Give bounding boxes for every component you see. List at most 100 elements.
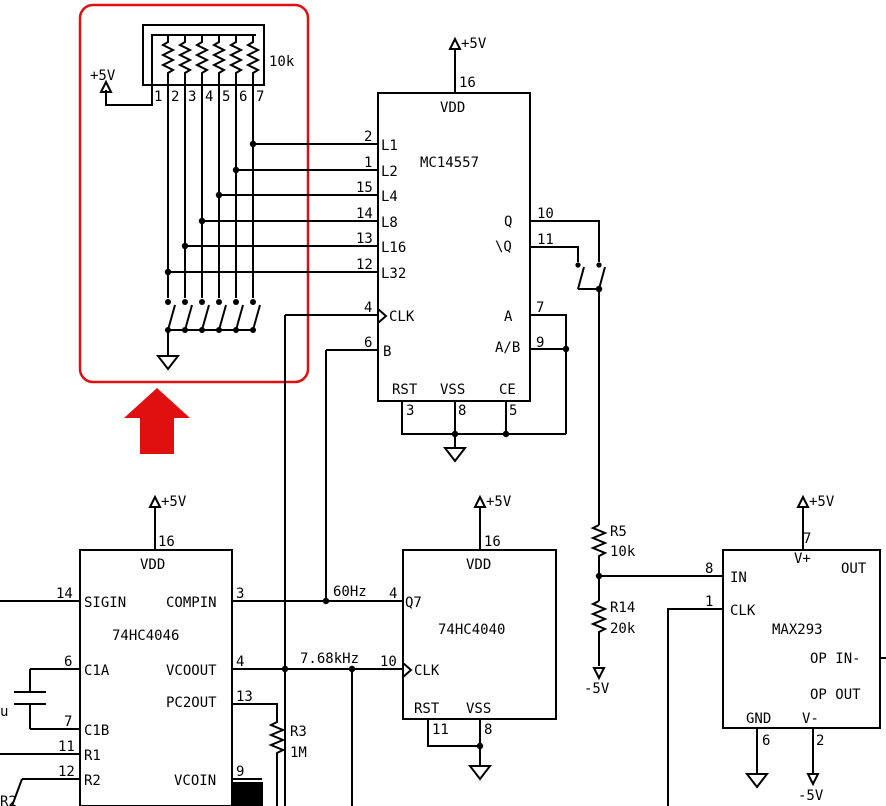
arrow-down-icon: [592, 667, 606, 681]
pin-label: V-: [802, 711, 819, 727]
pin-label: C1A: [84, 663, 110, 679]
resistor-name: R5: [610, 524, 627, 540]
resistor-value: 20k: [610, 621, 636, 637]
rpack-pin: 5: [222, 89, 230, 105]
pin-number: 4: [236, 654, 244, 670]
pin-label: L16: [381, 240, 406, 256]
pin-number: 5: [509, 403, 517, 419]
pin-number: 1: [705, 594, 713, 610]
pin-label: L4: [381, 189, 398, 205]
power-label: +5V: [161, 494, 187, 510]
pin-label: L8: [381, 215, 398, 231]
power-arrow-icon: [148, 494, 162, 508]
pin-number: 12: [356, 257, 373, 273]
pin-number: 9: [236, 764, 244, 780]
rpack-value: 10k: [269, 54, 295, 70]
pin-number: 14: [356, 206, 373, 222]
rpack-pin: 2: [171, 89, 179, 105]
pin-label: R1: [84, 748, 101, 764]
pin-number: 14: [56, 586, 73, 602]
rpack-pin-labels: 1 2 3 4 5 6 7: [154, 89, 264, 105]
pin-number: 9: [536, 335, 544, 351]
resistor-r14: R14 20k: [590, 600, 636, 666]
pin-number: 6: [762, 733, 770, 749]
pin-number: 7: [64, 714, 72, 730]
highlight-box: [78, 3, 310, 384]
pin-number: 11: [58, 739, 75, 755]
chip-name: MC14557: [420, 155, 479, 171]
resistor-r5: R5 10k: [590, 524, 636, 601]
chip-name: MAX293: [772, 622, 823, 638]
pin-label: VCOOUT: [166, 663, 217, 679]
pin-label: OUT: [841, 561, 867, 577]
pin-number: 4: [389, 586, 397, 602]
pin-number: 2: [364, 129, 372, 145]
pin-number: 7: [803, 531, 811, 547]
pin-label: CLK: [414, 663, 440, 679]
chip-name: 74HC4046: [112, 628, 179, 644]
pin-number: 12: [58, 764, 75, 780]
pin-label: SIGIN: [84, 595, 126, 611]
pin-number: 10: [537, 206, 554, 222]
pin-label: Q7: [405, 595, 422, 611]
pin-label: C1B: [84, 723, 109, 739]
freq-label-768khz: 7.68kHz: [300, 651, 359, 667]
pin-label: R2: [84, 773, 101, 789]
pin-number: 3: [236, 586, 244, 602]
pin-label: CE: [499, 382, 516, 398]
resistor-name: R14: [610, 600, 635, 616]
hc4046-chip: +5V 16 VDD 74HC4046 14 SIGIN 6 C1A 7 C1B…: [0, 494, 253, 806]
rpack-pin: 4: [205, 89, 213, 105]
power-arrow-icon: [99, 79, 113, 93]
pin-label: RST: [414, 701, 440, 717]
pin-number: 15: [356, 180, 373, 196]
cap-label-fragment: u: [0, 704, 8, 720]
resistor-name: R3: [290, 724, 307, 740]
dip-switch-array: [155, 299, 261, 371]
pin-label: L1: [381, 138, 398, 154]
freq-label-60hz: 60Hz: [333, 584, 367, 600]
power-arrow-icon: [796, 494, 810, 508]
neg-supply-label: -5V: [798, 788, 824, 804]
pin-label: A: [504, 309, 513, 325]
ground-icon: [155, 355, 181, 371]
ground-icon: [467, 765, 493, 781]
pin-label: CLK: [730, 603, 756, 619]
pin-label: V+: [794, 551, 811, 567]
resistor-r3: R3 1M: [232, 703, 307, 806]
pin-number: 13: [356, 231, 373, 247]
highlight-arrow: [124, 388, 190, 454]
rpack-pin: 1: [154, 89, 162, 105]
rpack-pin: 3: [188, 89, 196, 105]
pin-number: 11: [432, 722, 449, 738]
max293-chip: +5V 7 V+ 8 IN 1 CLK MAX293 OUT OP IN- OP…: [705, 494, 886, 804]
r2-fragment: R2: [0, 794, 17, 806]
pin-number: 7: [536, 300, 544, 316]
power-arrow-icon: [473, 494, 487, 508]
pin-number: 4: [364, 300, 372, 316]
pin-label: A/B: [495, 340, 520, 356]
vdd-label: VDD: [140, 557, 165, 573]
arrow-down-icon: [806, 773, 820, 787]
pin-number: 16: [158, 534, 175, 550]
resistor-value: 10k: [610, 544, 636, 560]
vdd-label: VDD: [466, 557, 491, 573]
gnd-label: GND: [746, 711, 771, 727]
power-label: +5V: [809, 494, 835, 510]
vss-label: VSS: [440, 382, 465, 398]
pin-number: 2: [816, 733, 824, 749]
mc14557-chip: +5V 16 VDD MC14557 2 L1 1 L2 15 L4 14 L8…: [285, 36, 606, 525]
vdd-label: VDD: [440, 100, 465, 116]
power-arrow-icon: [448, 36, 462, 50]
pin-label: VCOIN: [174, 773, 216, 789]
rpack-pin: 7: [256, 89, 264, 105]
resistor-pack: 10k 1 2 3 4 5 6 7 +5V: [90, 24, 295, 106]
pin-number: 13: [236, 689, 253, 705]
power-label: +5V: [461, 36, 487, 52]
pin-number: 16: [459, 75, 476, 91]
rpack-pin: 6: [239, 89, 247, 105]
pin-label: \Q: [495, 239, 512, 255]
pin-number: 6: [364, 335, 372, 351]
pin-number: 10: [380, 654, 397, 670]
